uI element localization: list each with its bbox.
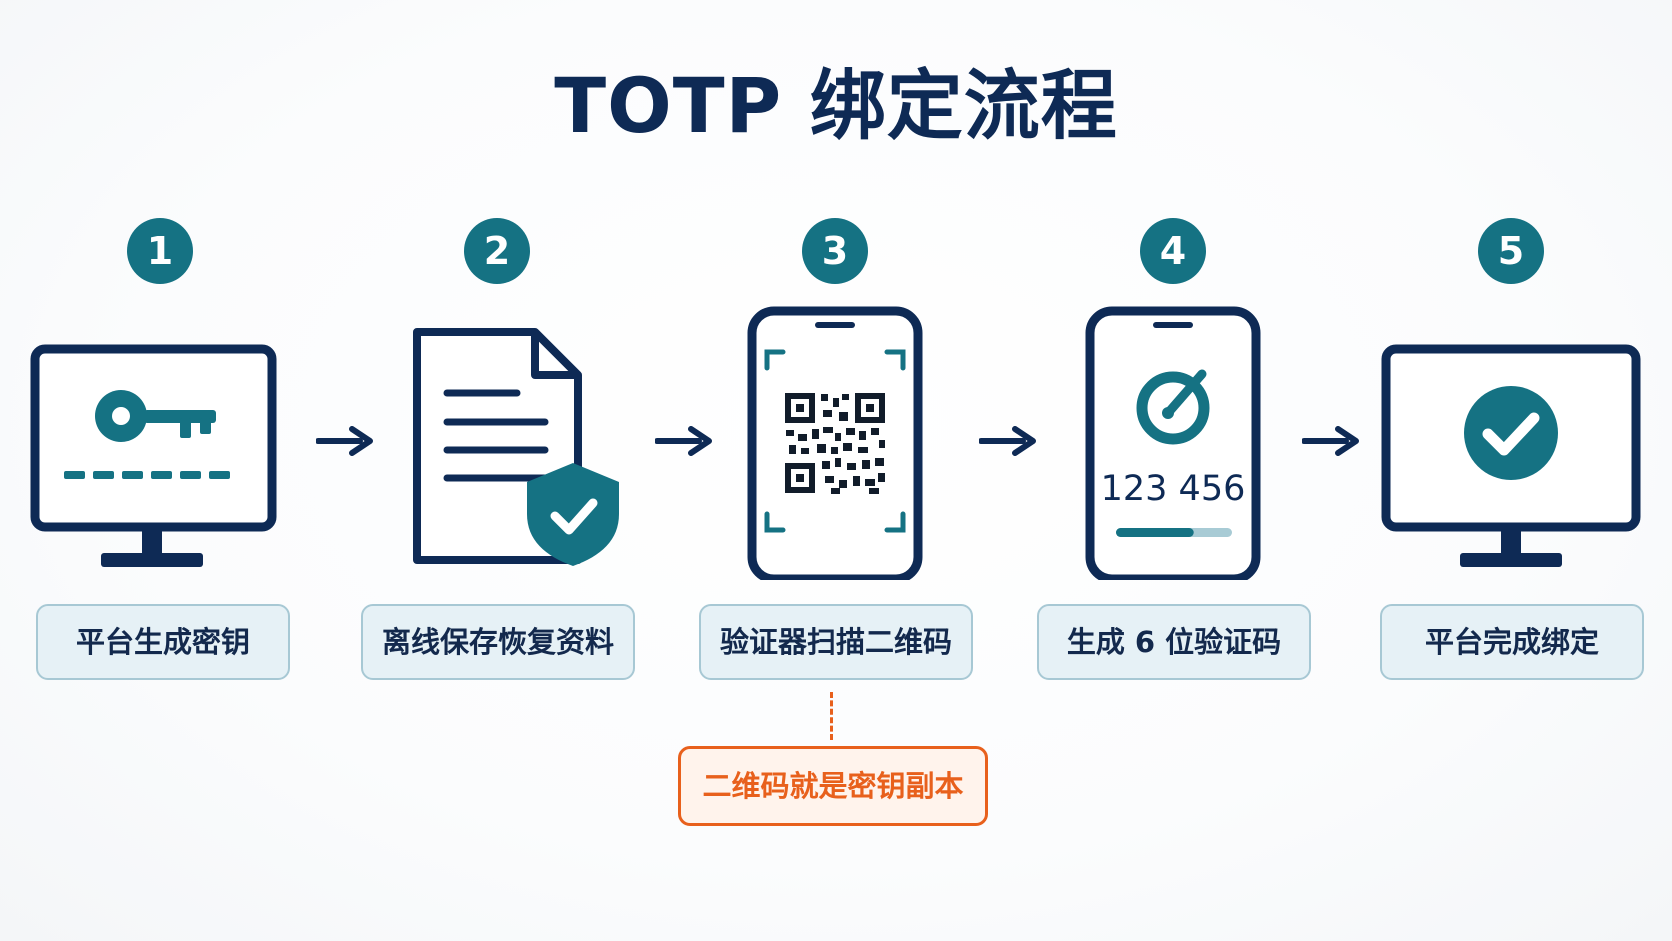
step-number-badge: 2: [464, 218, 530, 284]
step-label: 平台生成密钥: [36, 604, 290, 680]
arrow-right-icon: [1302, 426, 1359, 456]
step-label: 平台完成绑定: [1380, 604, 1644, 680]
step-number-badge: 3: [802, 218, 868, 284]
step-label: 生成 6 位验证码: [1037, 604, 1311, 680]
step-label: 离线保存恢复资料: [361, 604, 635, 680]
arrow-right-icon: [655, 426, 712, 456]
verification-code: 123 456: [1101, 469, 1246, 509]
phone-qr-icon: [747, 306, 923, 580]
arrow-right-icon: [316, 426, 373, 456]
monitor-key-icon: [30, 344, 277, 567]
arrow-right-icon: [979, 426, 1036, 456]
monitor-check-icon: [1381, 344, 1641, 567]
diagram-title: TOTP 绑定流程: [554, 61, 1118, 150]
note-connector: [830, 692, 833, 740]
step-label: 验证器扫描二维码: [699, 604, 973, 680]
step-number-badge: 5: [1478, 218, 1544, 284]
warning-note: 二维码就是密钥副本: [678, 746, 988, 826]
document-shield-icon: [413, 328, 619, 566]
step-number-badge: 4: [1140, 218, 1206, 284]
phone-code-icon: 123 456: [1085, 306, 1261, 580]
countdown-progress-bar: [1116, 528, 1194, 537]
qr-code: [785, 393, 885, 494]
step-number-badge: 1: [127, 218, 193, 284]
